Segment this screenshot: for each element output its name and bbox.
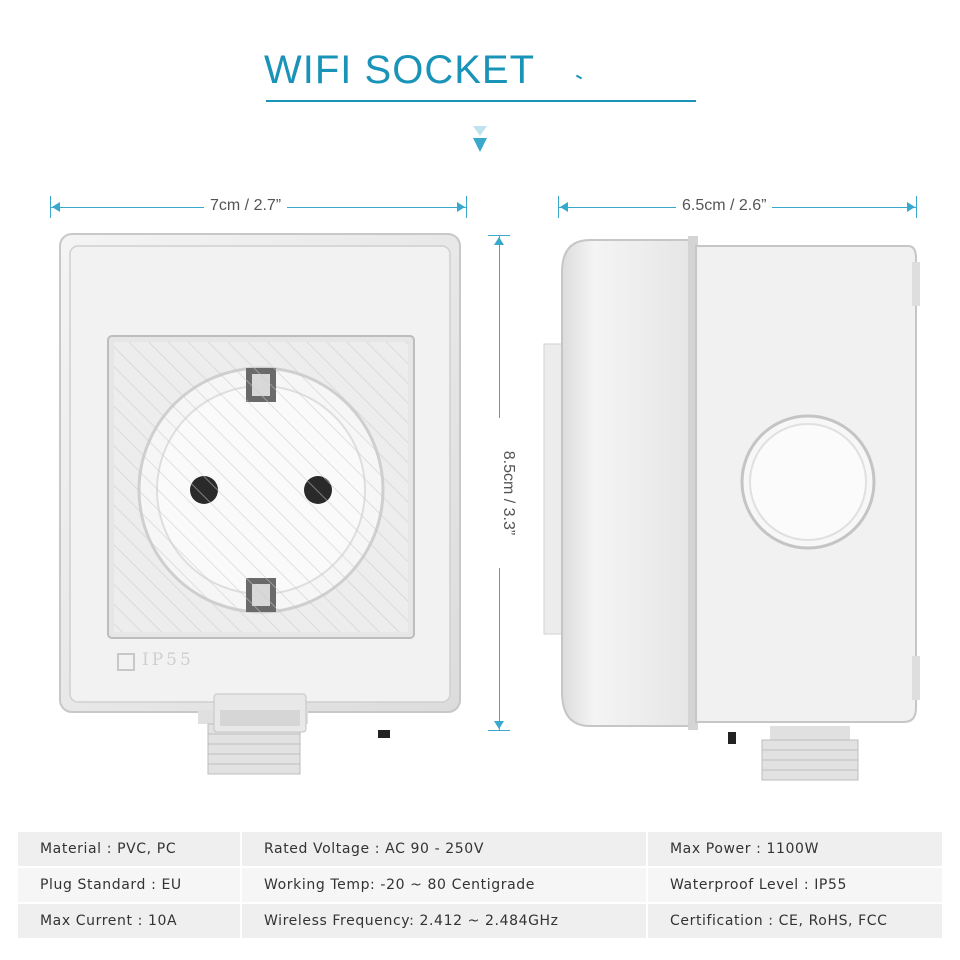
height-dim-arrow-up (494, 237, 504, 245)
socket-front-view (59, 233, 461, 775)
spec-working-temp: Working Temp: -20 ~ 80 Centigrade (241, 866, 648, 904)
title-underline (266, 100, 696, 102)
width-dim-label: 7cm / 2.7” (204, 197, 288, 215)
spec-waterproof-level: Waterproof Level : IP55 (647, 866, 942, 904)
spec-plug-standard: Plug Standard : EU (18, 866, 242, 904)
title-accent-mark (575, 74, 583, 80)
socket-side-view (543, 236, 920, 781)
spec-max-current: Max Current : 10A (18, 902, 242, 940)
depth-dim-label: 6.5cm / 2.6” (676, 197, 773, 215)
spec-rated-voltage: Rated Voltage : AC 90 - 250V (241, 830, 648, 868)
spec-wireless-frequency: Wireless Frequency: 2.412 ~ 2.484GHz (241, 902, 648, 940)
spec-certification: Certification : CE, RoHS, FCC (647, 902, 942, 940)
spec-max-power: Max Power : 1100W (647, 830, 942, 868)
table-row: Material : PVC, PC Rated Voltage : AC 90… (18, 830, 942, 868)
page-title: WIFI SOCKET (264, 48, 535, 92)
down-arrow-icon (473, 126, 487, 152)
depth-dim-arrow-left (560, 202, 568, 212)
table-row: Plug Standard : EU Working Temp: -20 ~ 8… (18, 866, 942, 904)
table-row: Max Current : 10A Wireless Frequency: 2.… (18, 902, 942, 940)
height-dim-label: 8.5cm / 3.3” (497, 418, 517, 568)
ip-rating-label: IP55 (142, 650, 194, 670)
depth-dim-arrow-right (907, 202, 915, 212)
width-dim-arrow-right (457, 202, 465, 212)
specs-table: Material : PVC, PC Rated Voltage : AC 90… (18, 830, 942, 940)
width-dim-arrow-left (52, 202, 60, 212)
spec-material: Material : PVC, PC (18, 830, 242, 868)
height-dim-arrow-down (494, 721, 504, 729)
